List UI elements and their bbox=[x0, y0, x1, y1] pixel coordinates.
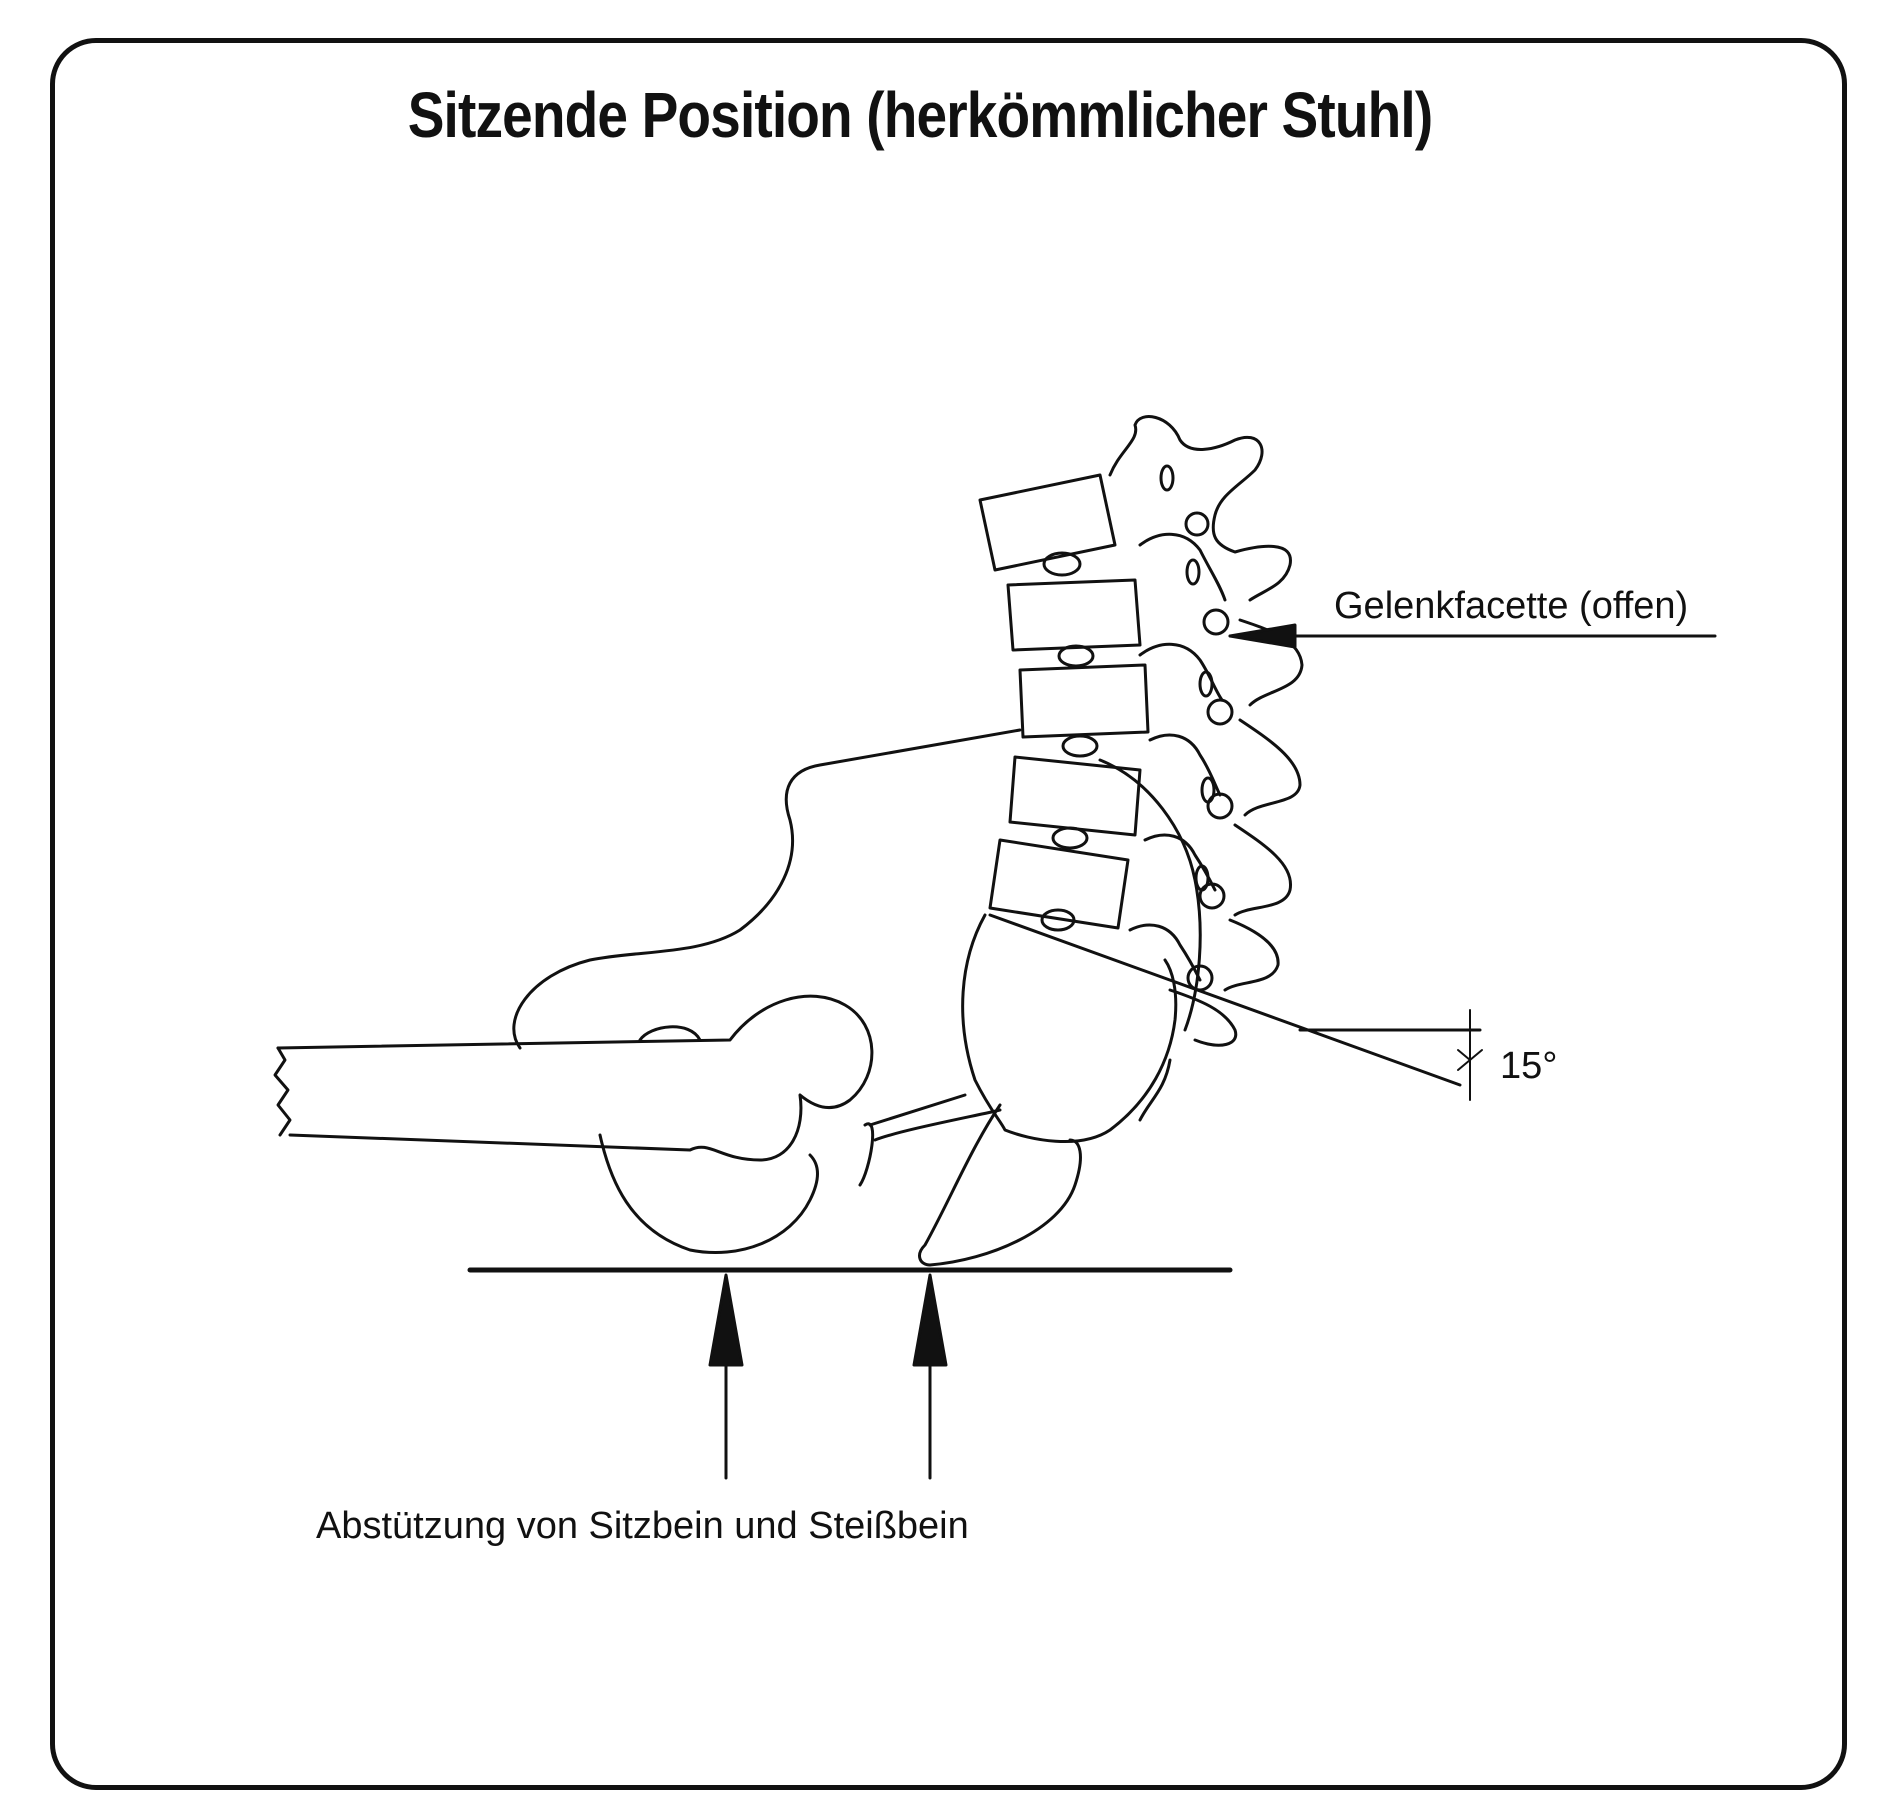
page-title: Sitzende Position (herkömmlicher Stuhl) bbox=[407, 79, 1433, 151]
ischium-arrowhead bbox=[708, 1273, 744, 1367]
sacrum bbox=[918, 913, 1238, 1267]
coccyx-arrowhead bbox=[912, 1273, 948, 1367]
intervertebral-discs bbox=[1040, 551, 1099, 932]
posterior-elements bbox=[1098, 415, 1304, 1032]
femur bbox=[273, 994, 874, 1162]
facet-joint-label: Gelenkfacette (offen) bbox=[1334, 585, 1688, 627]
pelvis bbox=[512, 728, 1022, 1255]
diagram-frame bbox=[50, 38, 1847, 1790]
support-label: Abstützung von Sitzbein und Steißbein bbox=[316, 1505, 969, 1547]
sacral-angle-lines bbox=[988, 913, 1483, 1101]
vertebral-bodies bbox=[978, 473, 1150, 930]
support-arrows bbox=[708, 1273, 948, 1480]
facet-pointer-arrow bbox=[1228, 623, 1717, 649]
angle-label: 15° bbox=[1500, 1045, 1557, 1087]
